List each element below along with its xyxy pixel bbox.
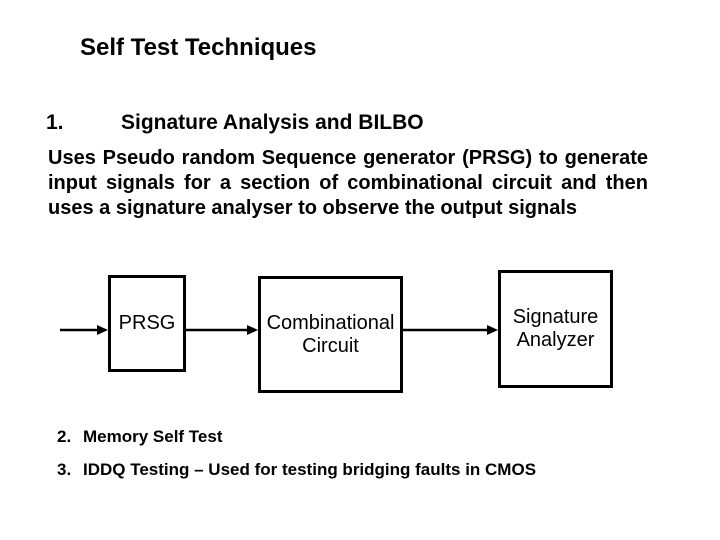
arrow-right-icon [60,325,108,335]
arrow-right-icon [186,325,258,335]
paragraph-line: input signals for a section of combinati… [48,172,648,194]
prsg-box-label: PRSG [118,312,176,334]
signature-analyzer-box: Signature Analyzer [498,270,613,388]
list-item-3-label: IDDQ Testing – Used for testing bridging… [83,460,537,479]
prsg-box: PRSG [108,275,186,372]
combinational-circuit-box-label: Combinational Circuit [266,311,395,357]
paragraph-line: uses a signature analyser to observe the… [48,197,578,219]
list-item-3: 3. IDDQ Testing – Used for testing bridg… [57,460,536,479]
list-item-2-number: 2. [57,427,72,446]
combinational-circuit-box: Combinational Circuit [258,276,403,393]
list-item-1-number: 1. [46,111,64,134]
block-diagram: PRSG Combinational Circuit Signature Ana… [0,255,720,405]
list-item-1: 1. Signature Analysis and BILBO [46,111,424,134]
body-paragraph: Uses Pseudo random Sequence generator (P… [48,146,648,221]
list-item-3-number: 3. [57,460,72,479]
arrow-right-icon [403,325,498,335]
list-item-1-label: Signature Analysis and BILBO [121,111,424,134]
list-item-2-label: Memory Self Test [83,427,223,446]
signature-analyzer-box-label: Signature Analyzer [512,306,599,351]
paragraph-line: Uses Pseudo random Sequence generator (P… [48,147,648,169]
slide-title: Self Test Techniques [80,34,317,61]
list-item-2: 2. Memory Self Test [57,427,223,446]
